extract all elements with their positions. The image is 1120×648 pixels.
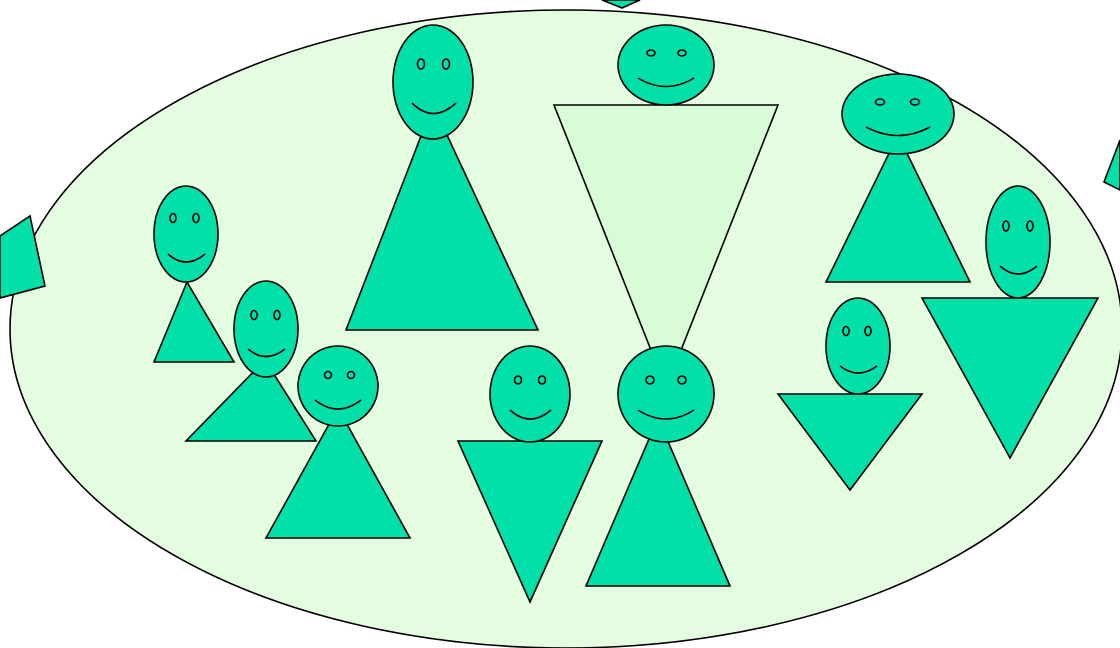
figure-head (393, 25, 473, 139)
figure-head (490, 346, 570, 442)
figure-head (234, 281, 298, 377)
figure-head (154, 186, 218, 282)
figure-head (618, 346, 714, 442)
figure-head (618, 25, 714, 105)
figure-head (298, 346, 378, 426)
figure-head (842, 74, 954, 154)
figure-head (986, 186, 1050, 298)
figure-head (826, 298, 890, 394)
